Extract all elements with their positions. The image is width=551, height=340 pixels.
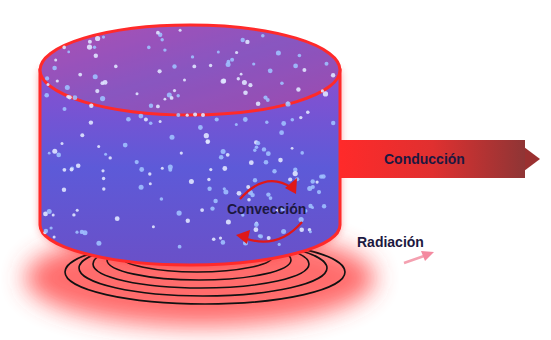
pot-top: [40, 25, 340, 115]
arrowhead: [421, 251, 434, 261]
convection-label: Convección: [227, 201, 306, 217]
pot-top-tint: [40, 25, 340, 115]
arrowhead: [285, 178, 297, 194]
arrowhead: [236, 230, 250, 244]
particles: [43, 29, 335, 249]
radiation-arrow: [404, 256, 424, 263]
node-text: Conducción: [384, 151, 465, 167]
arrowhead: [524, 147, 540, 171]
conduction-bar: Conducción: [340, 140, 525, 178]
radiation-label: Radiación: [357, 234, 424, 250]
